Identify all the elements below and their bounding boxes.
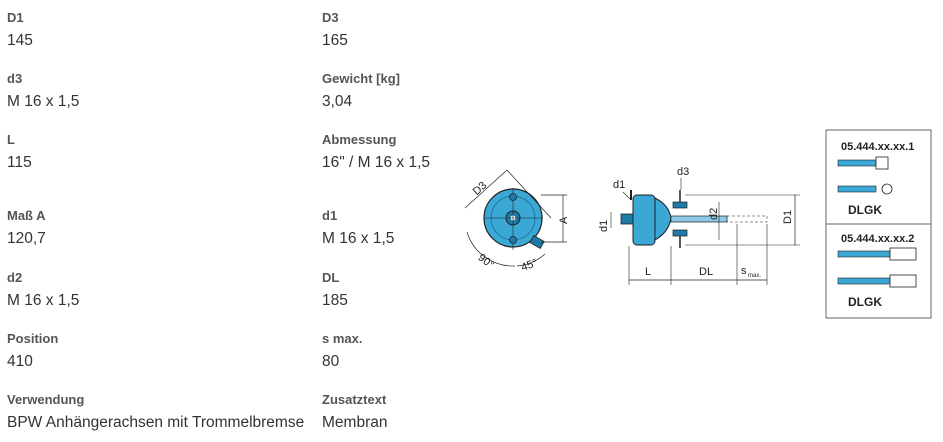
spec-label: s max. — [322, 331, 363, 346]
spec-label: Verwendung — [7, 392, 85, 407]
spec-verwendung: Verwendung BPW Anhängerachsen mit Tromme… — [7, 392, 307, 432]
spec-value: 3,04 — [322, 93, 353, 110]
spec-mass-a: Maß A 120,7 — [7, 208, 307, 248]
spec-abmessung: Abmessung 16" / M 16 x 1,5 — [322, 132, 472, 172]
spec-label: Gewicht [kg] — [322, 71, 401, 86]
angle-90-label: 90° — [476, 252, 497, 272]
spec-value: 80 — [322, 353, 340, 370]
d1-left-label: d1 — [598, 220, 610, 232]
spec-value: 115 — [7, 154, 32, 171]
spec-l: L 115 — [7, 132, 307, 172]
front-view: D3 A 90° 45° — [464, 169, 570, 274]
angle-45-label: 45° — [520, 257, 540, 274]
spec-label: Maß A — [7, 208, 46, 223]
spec-value: M 16 x 1,5 — [322, 230, 395, 247]
spec-label: d3 — [7, 71, 23, 86]
spec-d1-thread: d1 M 16 x 1,5 — [322, 208, 472, 248]
spec-value: BPW Anhängerachsen mit Trommelbremse — [7, 414, 305, 431]
spec-gewicht: Gewicht [kg] 3,04 — [322, 71, 472, 111]
variant-code-1: 05.444.xx.xx.1 — [841, 141, 914, 153]
technical-drawing: D3 A 90° 45° L DL s max. — [455, 120, 940, 325]
spec-label: D1 — [7, 10, 24, 25]
spec-label: Position — [7, 331, 59, 346]
spec-value: 145 — [7, 32, 33, 49]
spec-value: 165 — [322, 32, 348, 49]
clevis-variants-box: 05.444.xx.xx.1 DLGK 05.444.xx.xx.2 DLGK — [825, 129, 932, 319]
l-dim-label: L — [645, 266, 651, 278]
s-dim-sub: max. — [748, 273, 761, 279]
spec-label: d1 — [322, 208, 338, 223]
s-dim-label: s — [741, 265, 747, 277]
spec-label: d2 — [7, 270, 23, 285]
spec-value: 410 — [7, 353, 33, 370]
spec-label: L — [7, 132, 15, 147]
spec-label: D3 — [322, 10, 339, 25]
spec-d3: D3 165 — [322, 10, 472, 50]
spec-value: 120,7 — [7, 230, 46, 247]
d3-dim-label: D3 — [471, 180, 489, 198]
d1-dim-label: D1 — [782, 210, 794, 224]
spec-label: Zusatztext — [322, 392, 387, 407]
spec-zusatztext: Zusatztext Membran — [322, 392, 472, 432]
spec-value: 16" / M 16 x 1,5 — [322, 154, 431, 171]
spec-position: Position 410 — [7, 331, 307, 371]
spec-value: 185 — [322, 292, 348, 309]
dl-dim-label: DL — [699, 266, 713, 278]
spec-value: Membran — [322, 414, 388, 431]
spec-d3-thread: d3 M 16 x 1,5 — [7, 71, 307, 111]
spec-d1: D1 145 — [7, 10, 307, 50]
a-dim-label: A — [558, 216, 570, 224]
variant-code-2: 05.444.xx.xx.2 — [841, 233, 914, 245]
side-view: L DL s max. D1 d2 d3 d1 d1 — [598, 166, 800, 285]
spec-value: M 16 x 1,5 — [7, 292, 80, 309]
spec-value: M 16 x 1,5 — [7, 93, 80, 110]
dlgk-label-2: DLGK — [848, 295, 882, 309]
d1-top-label: d1 — [613, 179, 625, 191]
dlgk-label-1: DLGK — [848, 203, 882, 217]
spec-s-max: s max. 80 — [322, 331, 472, 371]
d2-dim-label: d2 — [708, 208, 720, 220]
spec-dl: DL 185 — [322, 270, 472, 310]
spec-label: Abmessung — [322, 132, 397, 147]
spec-label: DL — [322, 270, 340, 285]
spec-d2: d2 M 16 x 1,5 — [7, 270, 307, 310]
d3-side-label: d3 — [677, 166, 689, 178]
